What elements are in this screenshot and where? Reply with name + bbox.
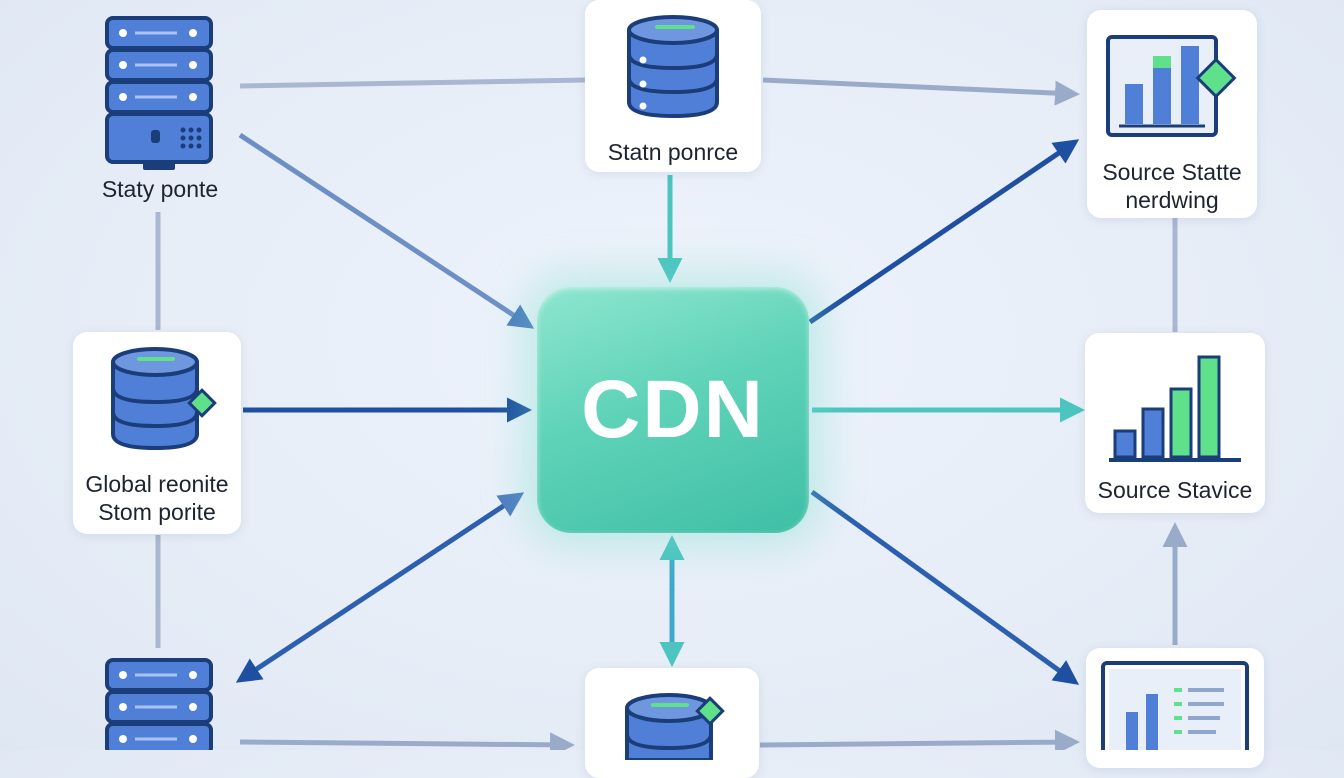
node-middle-right: Source Stavice [1085,333,1265,513]
node-bottom-left [103,656,215,750]
node-top-right-label-line2: nerdwing [1125,187,1219,213]
node-top-right: Source Statte nerdwing [1087,10,1257,218]
arrow-topleft-to-cdn [238,132,535,329]
node-bottom-right [1086,648,1264,768]
bar-chart-icon [1109,355,1241,462]
server-rack-icon [105,16,213,170]
line-topleft-to-topcenter [239,77,586,89]
node-top-center-label: Statn ponrce [607,139,739,165]
server-rack-icon [105,658,213,750]
cdn-label: CDN [581,364,765,455]
arrow-topcenter-to-topright [762,77,1080,106]
cdn-network-diagram: Staty ponte Statn ponrce Source Statte n… [60,0,1265,760]
database-icon [111,347,217,451]
node-top-left: Staty ponte [60,10,260,210]
database-icon [625,693,725,760]
monitor-report-icon [1101,661,1249,750]
arrow-cdn-to-topright [808,139,1080,325]
arrow-cdn-bottomleft-bidirectional [235,492,525,683]
node-middle-left-label-line1: Global reonite [85,471,229,497]
node-middle-left-label-line2: Stom porite [98,499,216,525]
node-middle-left: Global reonite Stom porite [73,332,241,534]
node-middle-right-label: Source Stavice [1097,477,1253,503]
bar-chart-monitor-icon [1106,35,1237,137]
cdn-hub: CDN [537,287,809,533]
node-top-center: Statn ponrce [585,0,761,172]
arrow-bottomcenter-to-bottomright [759,729,1080,750]
arrow-bottomleft-to-bottomcenter [239,732,575,750]
database-icon [627,15,719,119]
arrow-cdn-to-bottomright [810,489,1080,685]
node-top-right-label-line1: Source Statte [1102,159,1242,185]
connector-layer [155,77,1188,750]
node-bottom-center [585,668,759,778]
node-top-left-label: Staty ponte [101,176,219,202]
